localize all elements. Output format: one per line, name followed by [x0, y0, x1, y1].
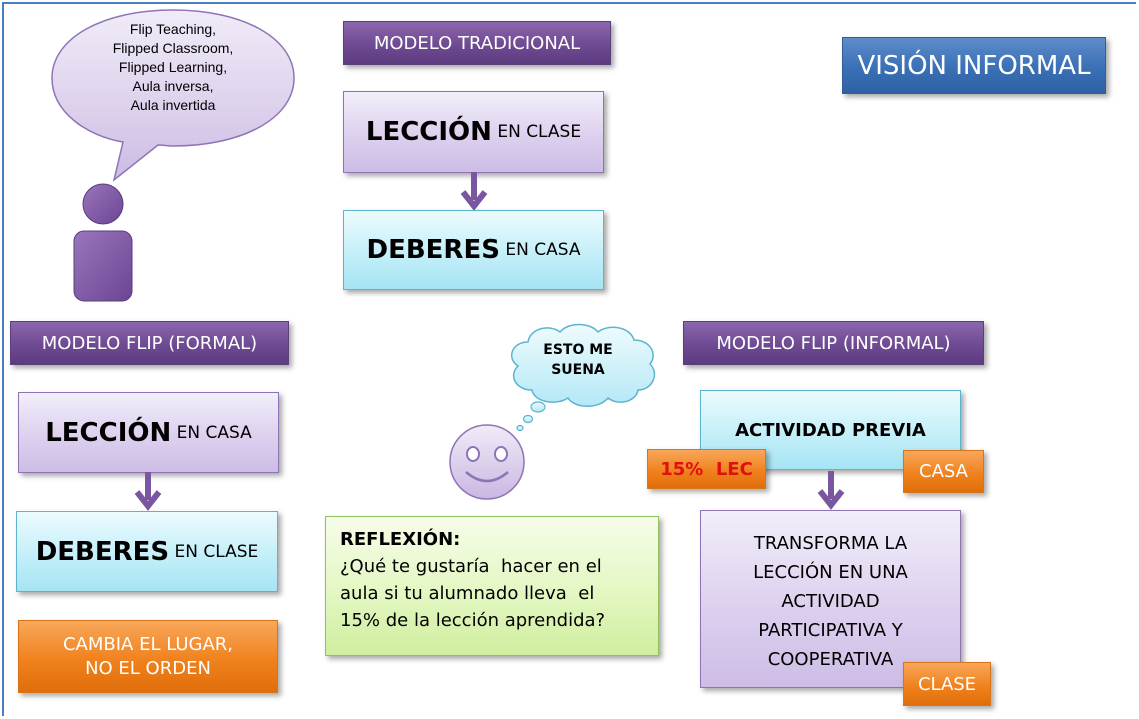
- formal-homework-box: DEBERES EN CLASE: [16, 511, 278, 592]
- transform-line: LECCIÓN EN UNA: [753, 561, 908, 583]
- traditional-lesson-bold: LECCIÓN: [365, 117, 492, 147]
- formal-note-line: CAMBIA EL LUGAR,: [62, 633, 234, 655]
- formal-note-line: NO EL ORDEN: [85, 657, 211, 679]
- transform-line: PARTICIPATIVA Y: [758, 619, 903, 641]
- thought-cloud: [510, 323, 656, 432]
- speech-bubble-text: Flip Teaching, Flipped Classroom, Flippe…: [88, 20, 258, 115]
- formal-note-box: CAMBIA EL LUGAR, NO EL ORDEN: [18, 620, 278, 693]
- formal-lesson-rest: EN CASA: [171, 422, 252, 443]
- traditional-arrow-icon: [460, 172, 488, 211]
- reflection-line: ¿Qué te gustaría hacer en el: [340, 556, 602, 577]
- percent-tag: 15% LEC: [647, 449, 766, 489]
- traditional-homework-rest: EN CASA: [499, 240, 581, 260]
- smiley-icon: [449, 424, 525, 500]
- formal-arrow-icon: [134, 472, 162, 511]
- home-tag: CASA: [903, 450, 984, 493]
- bubble-line: Aula inversa,: [132, 78, 214, 94]
- reflection-line: aula si tu alumnado lleva el: [340, 583, 595, 604]
- bubble-line: Flip Teaching,: [129, 21, 217, 37]
- class-tag: CLASE: [903, 662, 991, 706]
- transform-line: COOPERATIVA: [767, 648, 894, 670]
- reflection-title: REFLEXIÓN:: [340, 529, 461, 550]
- speech-bubble: [51, 9, 295, 182]
- bubble-line: Flipped Classroom,: [112, 40, 234, 56]
- informal-arrow-icon: [817, 471, 845, 510]
- informal-header: MODELO FLIP (INFORMAL): [683, 321, 984, 365]
- traditional-homework-bold: DEBERES: [366, 235, 500, 265]
- thought-cloud-line: SUENA: [551, 362, 605, 378]
- bubble-line: Flipped Learning,: [118, 59, 228, 75]
- transform-line: ACTIVIDAD: [781, 590, 880, 612]
- formal-homework-rest: EN CLASE: [169, 541, 259, 562]
- traditional-lesson-box: LECCIÓN EN CLASE: [343, 91, 604, 173]
- formal-lesson-box: LECCIÓN EN CASA: [18, 392, 279, 473]
- transform-line: TRANSFORMA LA: [753, 532, 908, 554]
- formal-header: MODELO FLIP (FORMAL): [10, 321, 289, 365]
- traditional-homework-box: DEBERES EN CASA: [343, 210, 604, 290]
- bubble-line: Aula invertida: [130, 97, 216, 113]
- informal-vision-badge: VISIÓN INFORMAL: [842, 37, 1106, 94]
- thought-cloud-line: ESTO ME: [543, 342, 613, 358]
- formal-lesson-bold: LECCIÓN: [45, 417, 172, 448]
- thought-cloud-text: ESTO ME SUENA: [528, 340, 628, 380]
- reflection-line: 15% de la lección aprendida?: [340, 610, 606, 631]
- person-icon: [73, 183, 133, 302]
- reflection-box: REFLEXIÓN: ¿Qué te gustaría hacer en el …: [325, 516, 659, 656]
- formal-homework-bold: DEBERES: [35, 536, 170, 567]
- transform-box: TRANSFORMA LA LECCIÓN EN UNA ACTIVIDAD P…: [700, 510, 961, 688]
- traditional-header: MODELO TRADICIONAL: [343, 21, 611, 65]
- traditional-lesson-rest: EN CLASE: [491, 122, 582, 142]
